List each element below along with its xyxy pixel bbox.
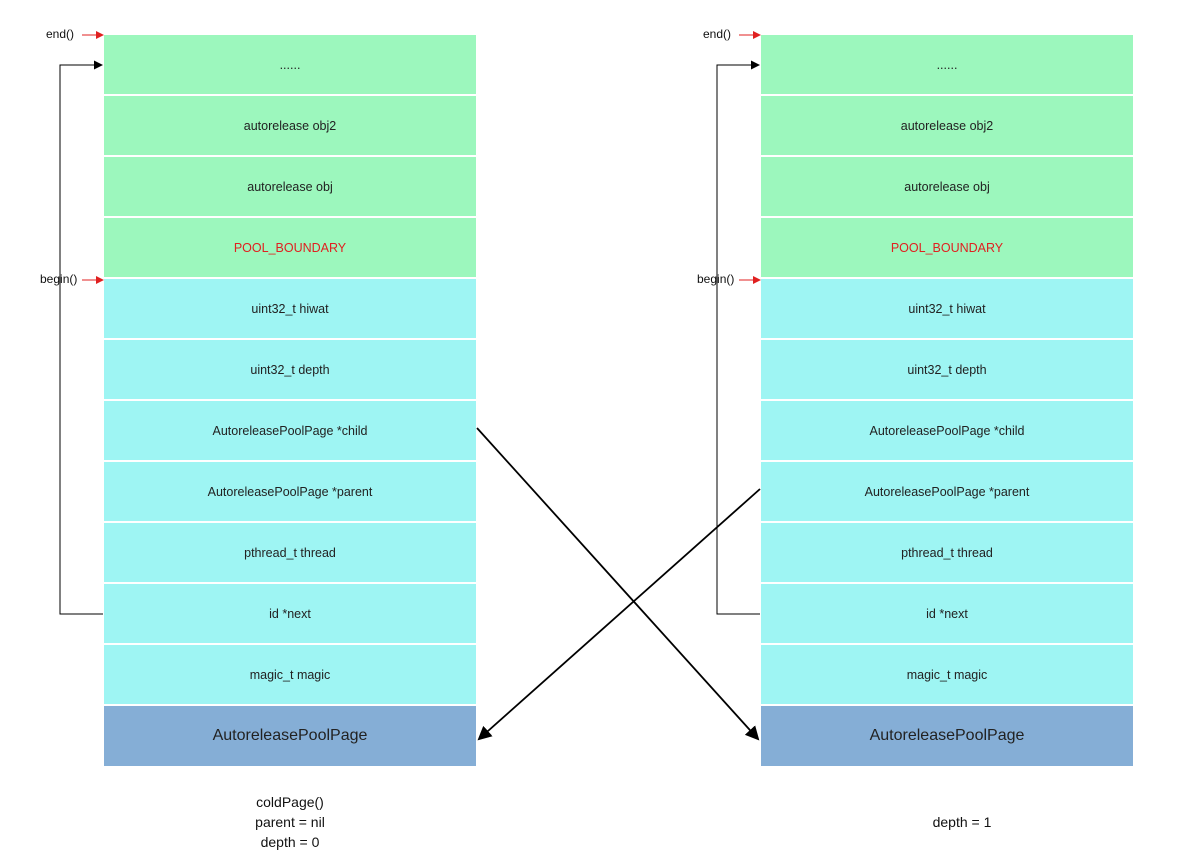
- next-pointer-cell: id *next: [104, 584, 476, 645]
- caption-line: depth = 0: [260, 834, 320, 850]
- page-cell: pthread_t thread: [761, 523, 1133, 584]
- page-cell: uint32_t depth: [761, 340, 1133, 401]
- parent-pointer-cell: AutoreleasePoolPage *parent: [104, 462, 476, 523]
- end-pointer-label: end(): [46, 27, 75, 41]
- page-cell: magic_t magic: [761, 645, 1133, 706]
- page-cell: autorelease obj: [104, 157, 476, 218]
- left-page-caption: coldPage() parent = nil depth = 0: [104, 792, 476, 852]
- page-header-cell: AutoreleasePoolPage: [761, 706, 1133, 766]
- pool-boundary-cell: POOL_BOUNDARY: [761, 218, 1133, 279]
- page-cell: ......: [761, 35, 1133, 96]
- pool-boundary-cell: POOL_BOUNDARY: [104, 218, 476, 279]
- parent-pointer-cell: AutoreleasePoolPage *parent: [761, 462, 1133, 523]
- page-header-cell: AutoreleasePoolPage: [104, 706, 476, 766]
- right-page-caption: depth = 1: [776, 812, 1148, 832]
- page-cell: uint32_t hiwat: [104, 279, 476, 340]
- next-pointer-loop: [59, 60, 103, 615]
- child-link-arrow: [476, 427, 760, 741]
- page-cell: ......: [104, 35, 476, 96]
- begin-pointer-label: begin(): [40, 272, 78, 286]
- next-pointer-cell: id *next: [761, 584, 1133, 645]
- page-cell: autorelease obj2: [104, 96, 476, 157]
- caption-line: coldPage(): [256, 794, 324, 810]
- page-cell: uint32_t depth: [104, 340, 476, 401]
- child-pointer-cell: AutoreleasePoolPage *child: [104, 401, 476, 462]
- child-pointer-cell: AutoreleasePoolPage *child: [761, 401, 1133, 462]
- page-cell: magic_t magic: [104, 645, 476, 706]
- caption-line: depth = 1: [932, 814, 992, 830]
- page-cell: pthread_t thread: [104, 523, 476, 584]
- end-pointer-label: end(): [703, 27, 732, 41]
- next-pointer-loop: [716, 60, 760, 615]
- page-cell: uint32_t hiwat: [761, 279, 1133, 340]
- parent-link-arrow: [477, 488, 761, 741]
- page-cell: autorelease obj: [761, 157, 1133, 218]
- page-cell: autorelease obj2: [761, 96, 1133, 157]
- begin-pointer-label: begin(): [697, 272, 735, 286]
- caption-line: parent = nil: [255, 814, 325, 830]
